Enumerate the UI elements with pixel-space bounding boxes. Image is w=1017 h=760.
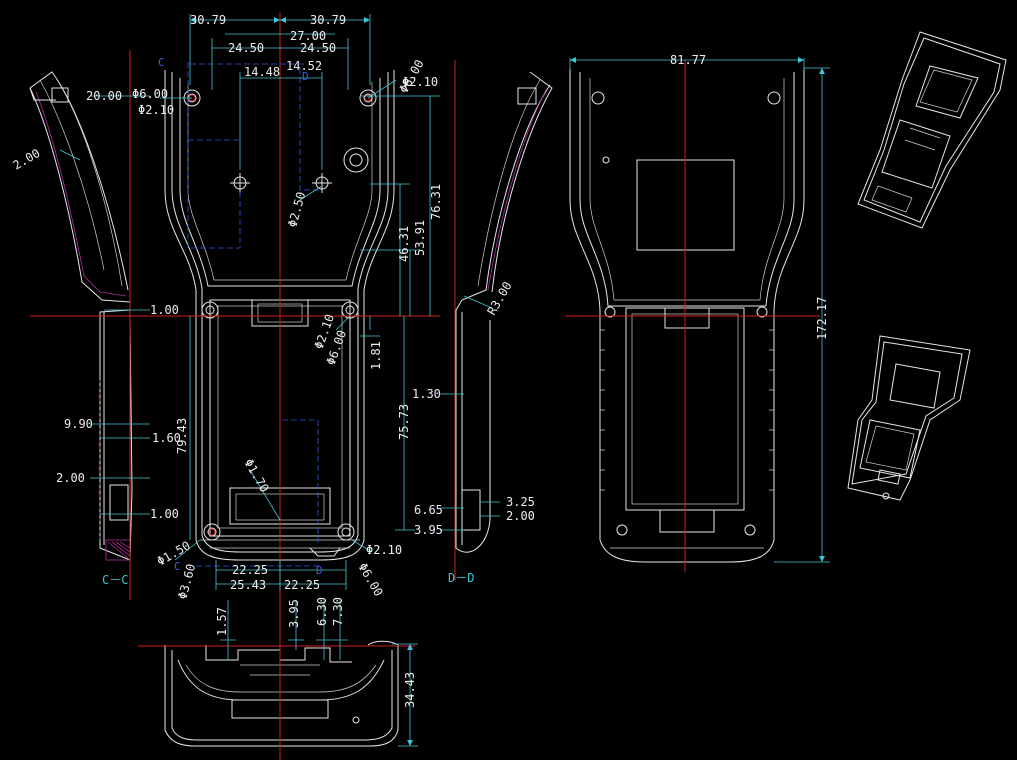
dim-label: 172.17 <box>815 297 829 340</box>
isometric-view-bottom <box>847 335 971 501</box>
bottom-view <box>164 640 399 747</box>
dim-label: 76.31 <box>429 184 443 220</box>
dim-label: 9.90 <box>64 417 93 431</box>
dim-label: 1.60 <box>152 431 181 445</box>
dim-label: 6.30 <box>315 597 329 626</box>
dim-label: 24.50 <box>228 41 264 55</box>
dim-label: Φ2.50 <box>285 190 308 229</box>
dim-label: 3.95 <box>287 599 301 628</box>
dim-label: 1.57 <box>215 607 229 636</box>
dim-label: 34.43 <box>403 672 417 708</box>
dim-label: 27.00 <box>290 29 326 43</box>
dim-label: 53.91 <box>413 220 427 256</box>
dim-label: 22.25 <box>232 563 268 577</box>
section-marker-c: C <box>158 56 165 69</box>
dim-label: 46.31 <box>397 226 411 262</box>
dim-label: Φ1.70 <box>241 457 271 495</box>
dim-label: 24.50 <box>300 41 336 55</box>
dim-label: Φ6.00 <box>132 87 168 101</box>
dim-label: 79.43 <box>175 418 189 454</box>
dim-label: 1.00 <box>150 303 179 317</box>
section-dd-view <box>455 71 553 553</box>
dimension-labels: 30.79 30.79 27.00 24.50 24.50 14.48 14.5… <box>11 13 830 708</box>
dim-label: Φ2.10 <box>366 543 402 557</box>
dim-label: 14.48 <box>244 65 280 79</box>
dim-label: 3.25 <box>506 495 535 509</box>
dim-label: Φ2.10 <box>138 103 174 117</box>
dim-label: 14.52 <box>286 59 322 73</box>
dim-label: 2.00 <box>506 509 535 523</box>
section-cc-label: C－C <box>102 573 128 587</box>
dim-label: 2.00 <box>56 471 85 485</box>
dim-label: 2.00 <box>11 146 43 173</box>
section-dd-label: D－D <box>448 571 474 585</box>
dim-label: 1.81 <box>369 341 383 370</box>
section-marker-c: C <box>174 560 181 573</box>
dim-label: 1.00 <box>150 507 179 521</box>
dim-label: 3.95 <box>414 523 443 537</box>
dim-label: 81.77 <box>670 53 706 67</box>
dim-label: 6.65 <box>414 503 443 517</box>
section-cc-view <box>29 71 133 561</box>
dim-label: 75.73 <box>397 404 411 440</box>
dimension-lines <box>59 14 830 747</box>
dim-label: 22.25 <box>284 578 320 592</box>
back-view <box>569 68 805 563</box>
dim-label: 30.79 <box>310 13 346 27</box>
section-marker-d: D <box>316 564 323 577</box>
dim-label: Φ2.10 <box>402 75 438 89</box>
dim-label: 7.30 <box>331 597 345 626</box>
section-marker-d: D <box>302 70 309 83</box>
dim-label: Φ6.00 <box>355 561 385 599</box>
center-lines <box>30 12 820 760</box>
dim-label: 25.43 <box>230 578 266 592</box>
dim-label: 1.30 <box>412 387 441 401</box>
isometric-view-top <box>857 31 1007 229</box>
dim-label: 30.79 <box>190 13 226 27</box>
section-lines <box>187 62 322 567</box>
dim-label: 20.00 <box>86 89 122 103</box>
